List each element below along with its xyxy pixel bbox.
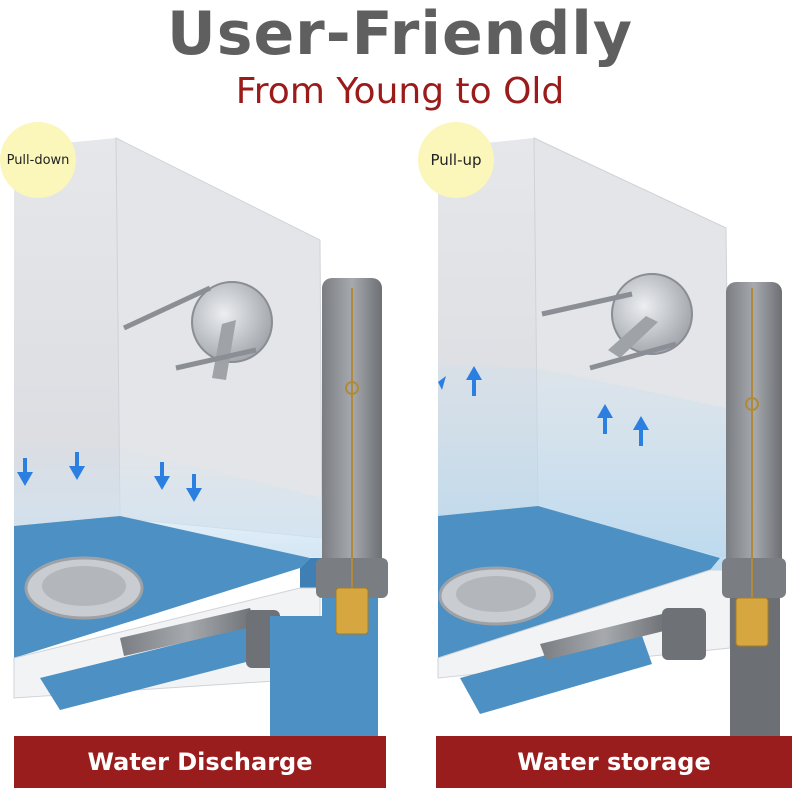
tub-back-wall — [14, 138, 120, 528]
brass-plunger — [335, 587, 369, 635]
drain-pipe-water — [40, 626, 262, 710]
arrow-down-icon — [17, 458, 33, 486]
trip-lever — [212, 320, 236, 380]
pipe-coupling — [662, 608, 706, 660]
mode-badge-pull-up: Pull-up — [418, 122, 494, 198]
page-subtitle: From Young to Old — [235, 71, 565, 112]
drain-pipe — [540, 614, 668, 660]
panel-water-storage: Pull-up Water storage — [400, 118, 800, 790]
mode-badge-pull-down: Pull-down — [0, 122, 76, 198]
arrow-down-icon — [154, 462, 170, 490]
drain-pipe-water — [460, 630, 652, 714]
flow-arrows-up — [438, 366, 649, 446]
tub-drain-illustration-discharge — [13, 137, 388, 738]
plate-screw-top — [122, 285, 212, 331]
drain-pipe — [120, 608, 256, 656]
arrow-down-icon — [186, 474, 202, 502]
arrow-up-icon — [438, 376, 446, 390]
plate-screw-bottom — [175, 347, 257, 371]
arrow-up-icon — [633, 416, 649, 446]
water-floor — [14, 516, 310, 658]
arrow-down-icon — [69, 452, 85, 480]
caption-water-storage: Water storage — [436, 736, 792, 788]
trip-lever — [608, 316, 658, 358]
caption-water-discharge: Water Discharge — [14, 736, 386, 788]
flow-arrows-down — [17, 452, 202, 502]
brass-plunger — [735, 597, 769, 647]
tub-drain-illustration-storage — [437, 137, 786, 738]
panel-water-discharge: Pull-down Water Discharge — [0, 118, 400, 790]
plate-screw-bottom — [589, 341, 677, 371]
page-title: User-Friendly — [167, 0, 633, 69]
arrow-up-icon — [466, 366, 482, 396]
arrow-up-icon — [597, 404, 613, 434]
plate-screw-top — [541, 291, 633, 317]
overflow-pipe — [726, 282, 782, 582]
